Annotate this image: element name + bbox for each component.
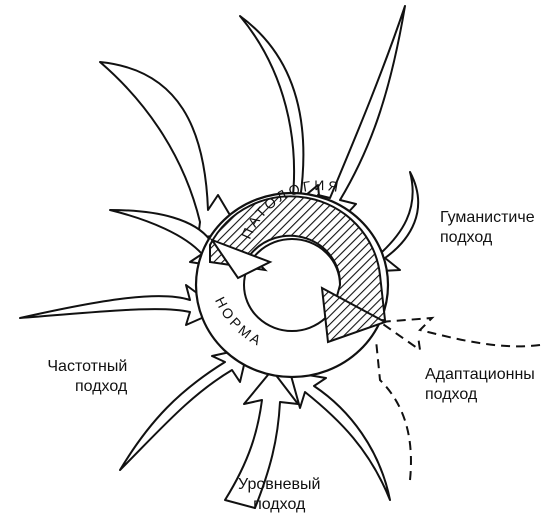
arrow-bottom: [224, 369, 299, 509]
cycle-arrowhead-left: [209, 237, 273, 280]
arrow-lower-left: [19, 284, 221, 326]
level-approach-label: Уровневый подход: [238, 476, 321, 513]
frequency-approach-label: Частотный подход: [47, 358, 128, 395]
arrow-bottom-left: [119, 347, 249, 471]
adaptational-approach-label: Адаптационны подход: [425, 366, 535, 403]
cycle-arrowhead-right: [320, 286, 388, 344]
cycle-ring: ПАТОЛОГИЯ НОРМА: [194, 177, 390, 379]
arrow-top-right: [317, 5, 406, 233]
arrow-top-left: [99, 61, 241, 239]
dashed-adaptational-arrow: [375, 316, 541, 481]
pathology-arc: [209, 195, 387, 324]
humanistic-approach-label: Гуманистиче подход: [440, 209, 535, 246]
